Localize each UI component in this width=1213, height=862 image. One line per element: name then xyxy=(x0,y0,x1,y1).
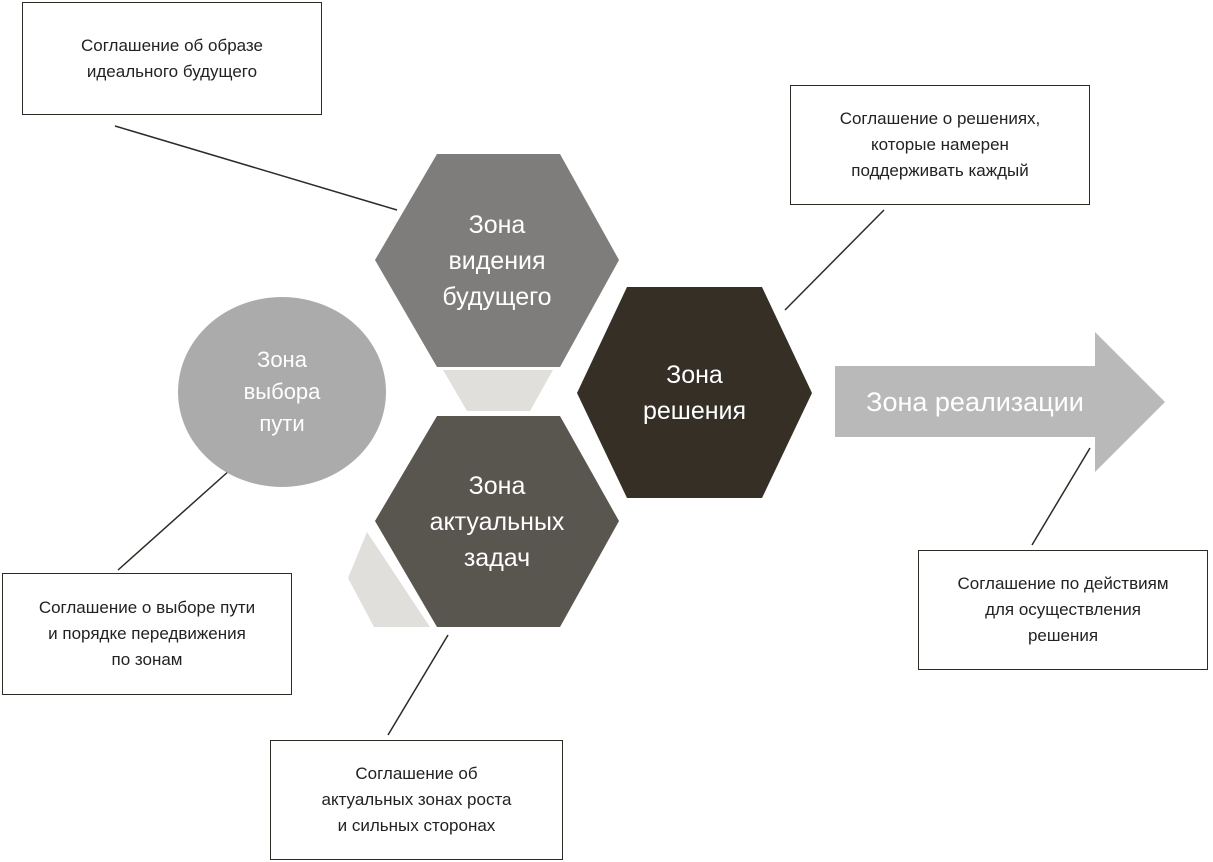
connector-line-decision xyxy=(784,209,885,311)
agreement-implementation-box: Соглашение по действиям для осуществлени… xyxy=(918,550,1208,670)
agreement-decision-box: Соглашение о решениях, которые намерен п… xyxy=(790,85,1090,205)
connector-strip xyxy=(348,532,430,627)
zone-path-ellipse xyxy=(178,297,386,487)
agreement-tasks-box: Соглашение об актуальных зонах роста и с… xyxy=(270,740,563,860)
connector-line-tasks xyxy=(387,634,449,736)
zone-implementation-label: Зона реализации xyxy=(866,386,1084,417)
zone-vision-label: Зона видения будущего xyxy=(442,210,552,311)
connector-line-vision xyxy=(114,125,398,211)
zone-path-label: Зона выбора пути xyxy=(243,347,321,436)
zone-vision-hexagon xyxy=(375,154,619,367)
connector-trapezoid xyxy=(443,370,553,411)
zone-implementation-arrow xyxy=(835,332,1165,472)
agreement-vision-box: Соглашение об образе идеального будущего xyxy=(22,2,322,115)
zone-tasks-label: Зона актуальных задач xyxy=(429,471,565,572)
zone-decision-hexagon xyxy=(577,287,812,498)
connector-line-implementation xyxy=(1031,447,1091,546)
zone-tasks-hexagon xyxy=(375,416,619,627)
agreement-path-box: Соглашение о выборе пути и порядке перед… xyxy=(2,573,292,695)
connector-line-path xyxy=(117,469,231,571)
zone-decision-label: Зона решения xyxy=(642,360,747,425)
